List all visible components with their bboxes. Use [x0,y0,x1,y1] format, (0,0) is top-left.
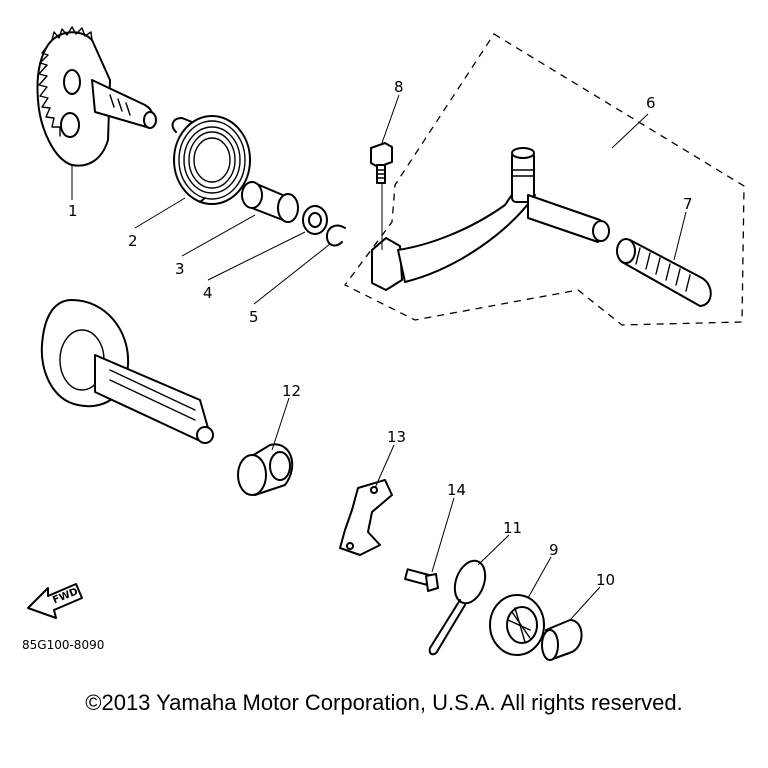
part-7-grip [616,238,712,307]
part-12-bushing [237,443,294,496]
part-9-ratchet [489,594,545,656]
part-4-washer [302,205,328,235]
callout-11: 11 [503,519,522,537]
callout-7: 7 [683,195,693,213]
part-2-torsion-spring [171,115,251,205]
part-8-bolt [370,142,393,184]
callout-13: 13 [387,428,406,446]
part-6-kick-crank [371,147,610,291]
callout-2: 2 [128,232,138,250]
callout-5: 5 [249,308,259,326]
part-14-screw [404,568,439,592]
part-3-collar [241,181,299,223]
callout-6: 6 [646,94,656,112]
part-code: 85G100-8090 [22,638,105,652]
callout-4: 4 [203,284,213,302]
callout-3: 3 [175,260,185,278]
callout-9: 9 [549,541,559,559]
part-1-kick-gear [36,26,157,167]
fwd-arrow-icon: FWD [27,583,83,619]
part-5-circlip [325,224,346,247]
callout-10: 10 [596,571,615,589]
callout-8: 8 [394,78,404,96]
part-10-collar [541,619,583,661]
kick-axle [40,299,214,444]
leader-lines [71,94,687,621]
callout-labels: 1 2 3 4 5 6 7 8 9 10 11 12 13 14 [68,78,693,589]
part-11-clip [428,559,487,656]
callout-1: 1 [68,202,78,220]
copyright-notice: ©2013 Yamaha Motor Corporation, U.S.A. A… [85,690,683,715]
part-13-bracket [339,479,393,556]
callout-12: 12 [282,382,301,400]
callout-14: 14 [447,481,466,499]
